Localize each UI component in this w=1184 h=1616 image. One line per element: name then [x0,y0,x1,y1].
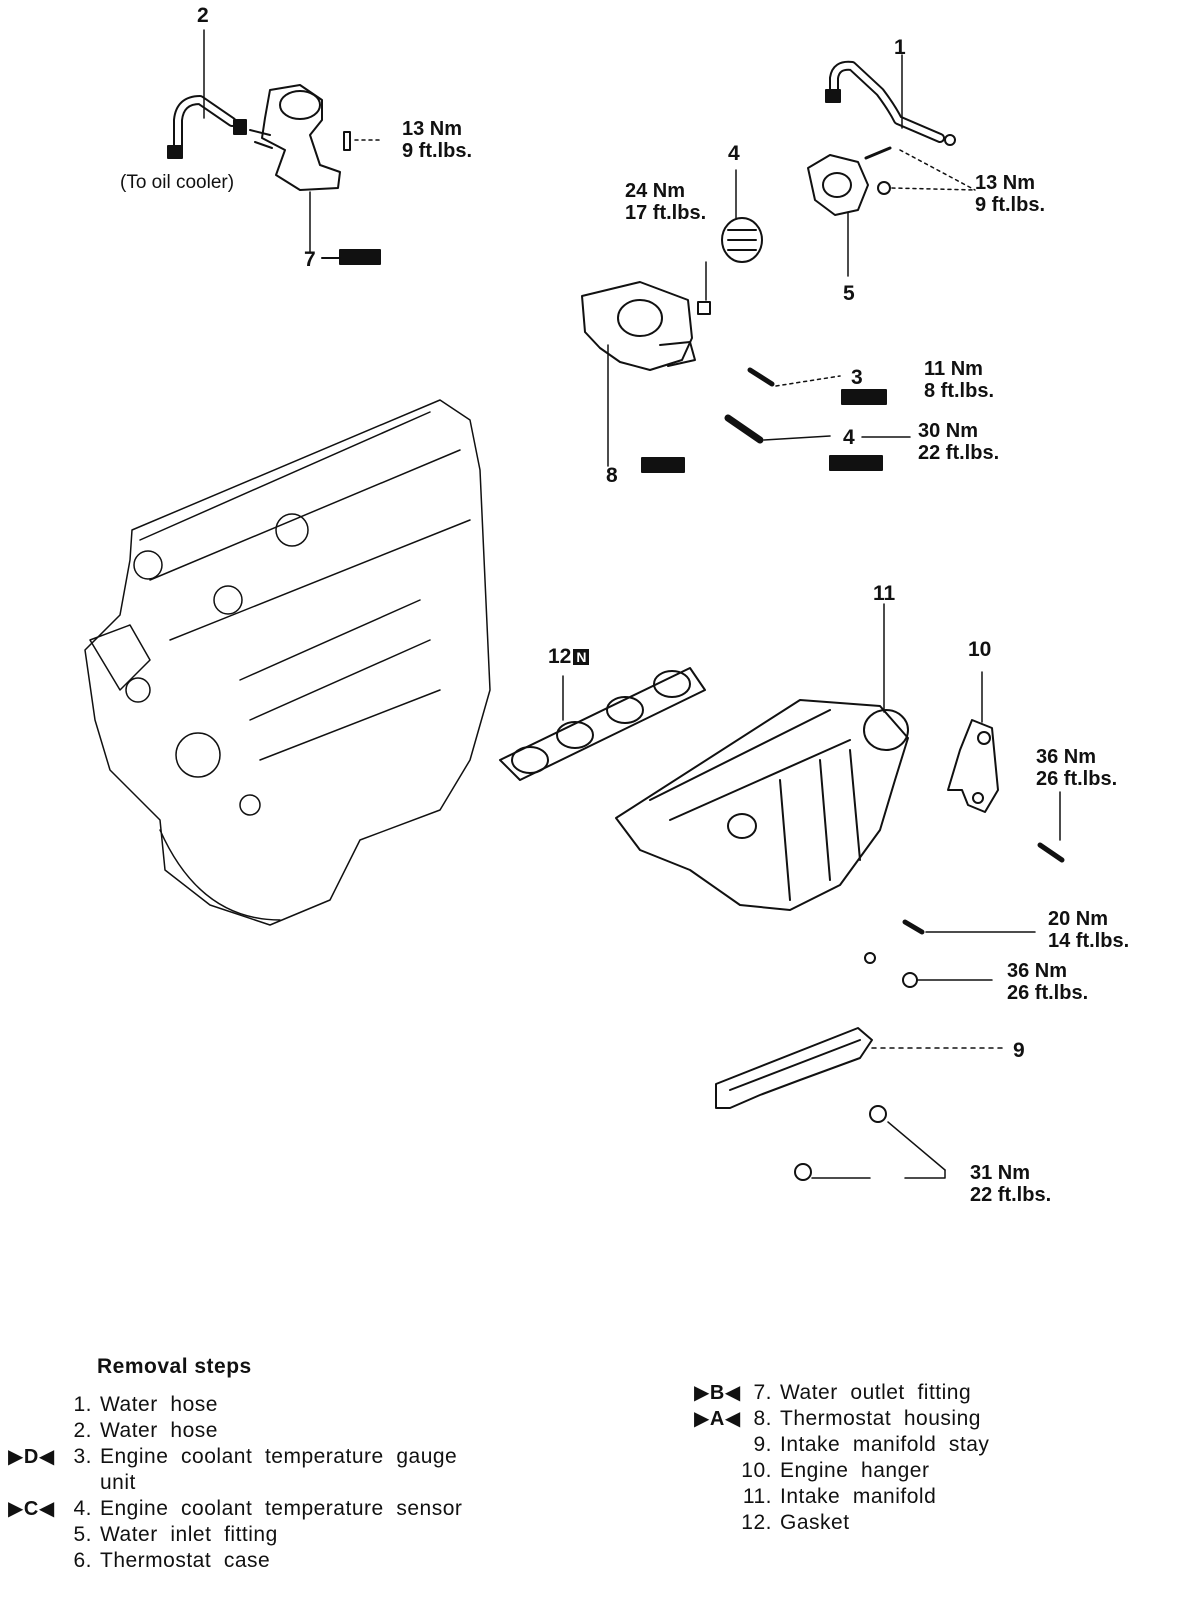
service-point-mark: ▶A◀ [694,1408,741,1430]
removal-step-row: ▶D◀ 3. Engine coolant temperature gauge [8,1444,580,1470]
callout-4-sensor: 4 [843,426,855,449]
service-point-mark: ▶B◀ [694,1382,741,1404]
engine-hanger-drawing [947,671,1065,863]
removal-step-number: 12. [741,1511,772,1534]
removal-step-text: Thermostat case [100,1549,271,1572]
removal-step-row: 5. Water inlet fitting [60,1522,580,1548]
water-outlet-fitting-drawing [249,84,381,265]
callout-7: 7 [304,248,316,271]
removal-step-row: ▶C◀ 4. Engine coolant temperature sensor [8,1496,580,1522]
removal-step-row: 9. Intake manifold stay [740,1432,1140,1458]
removal-step-row: unit [60,1470,580,1496]
coolant-sensors-drawing [724,367,911,471]
removal-step-row: 12. Gasket [740,1510,1140,1536]
removal-step-row: 11. Intake manifold [740,1484,1140,1510]
thermostat-drawing [721,169,763,263]
removal-step-number: 7. [753,1381,772,1404]
removal-step-number: 11. [742,1485,772,1508]
callout-1: 1 [894,36,906,59]
callout-9: 9 [1013,1039,1025,1062]
callout-8: 8 [606,464,618,487]
removal-step-row: ▶A◀ 8. Thermostat housing [694,1406,1140,1432]
removal-step-text: Engine coolant temperature sensor [100,1497,463,1520]
removal-step-row: ▶B◀ 7. Water outlet fitting [694,1380,1140,1406]
removal-step-text: Water hose [100,1419,218,1442]
bolts-drawing [864,919,1036,988]
removal-steps-right: ▶B◀ 7. Water outlet fitting ▶A◀ 8. Thermostat… [694,1380,1140,1536]
removal-step-number: 8. [753,1407,772,1430]
thermostat-housing-drawing [581,261,711,473]
removal-step-row: 2. Water hose [60,1418,580,1444]
removal-step-row: 10. Engine hanger [740,1458,1140,1484]
removal-step-number: 2. [73,1419,92,1442]
removal-steps-left: 1. Water hose 2. Water hose ▶D◀ 3. Engine cool… [8,1392,580,1574]
removal-step-number: 4. [73,1497,92,1520]
callout-10: 10 [968,638,992,661]
water-hose-1-drawing [825,54,956,146]
oil-cooler-note: (To oil cooler) [120,172,235,193]
callout-3: 3 [851,366,863,389]
callout-4-thermostat: 4 [728,142,740,165]
removal-step-text: unit [100,1471,136,1494]
service-point-mark: ▶D◀ [8,1446,55,1468]
removal-steps-title: Removal steps [97,1355,252,1378]
removal-step-text: Gasket [780,1511,850,1534]
removal-step-text: Water outlet fitting [780,1381,972,1404]
removal-step-text: Water hose [100,1393,218,1416]
new-part-badge: N [573,649,590,666]
callout-2: 2 [197,4,209,27]
removal-step-number: 6. [73,1549,92,1572]
removal-step-number [60,1470,92,1496]
removal-step-text: Intake manifold stay [780,1433,990,1456]
water-hose-2-drawing [167,29,247,159]
callout-11: 11 [873,582,896,605]
removal-step-row: 1. Water hose [60,1392,580,1418]
service-point-mark: ▶C◀ [8,1498,55,1520]
removal-step-number: 5. [73,1523,92,1546]
gasket-drawing [499,667,706,781]
removal-step-number: 10. [741,1459,772,1482]
removal-step-number: 1. [73,1393,92,1416]
engine-block-drawing [84,399,491,926]
intake-manifold-stay-drawing [715,1027,1006,1181]
removal-step-text: Thermostat housing [780,1407,981,1430]
removal-step-text: Engine hanger [780,1459,930,1482]
removal-step-number: 3. [73,1445,92,1468]
water-inlet-fitting-drawing [807,146,976,277]
removal-step-text: Engine coolant temperature gauge [100,1445,458,1468]
removal-step-text: Intake manifold [780,1485,937,1508]
removal-step-number: 9. [753,1433,772,1456]
removal-step-row: 6. Thermostat case [60,1548,580,1574]
removal-step-text: Water inlet fitting [100,1523,278,1546]
callout-5: 5 [843,282,855,305]
intake-manifold-drawing [615,603,909,911]
